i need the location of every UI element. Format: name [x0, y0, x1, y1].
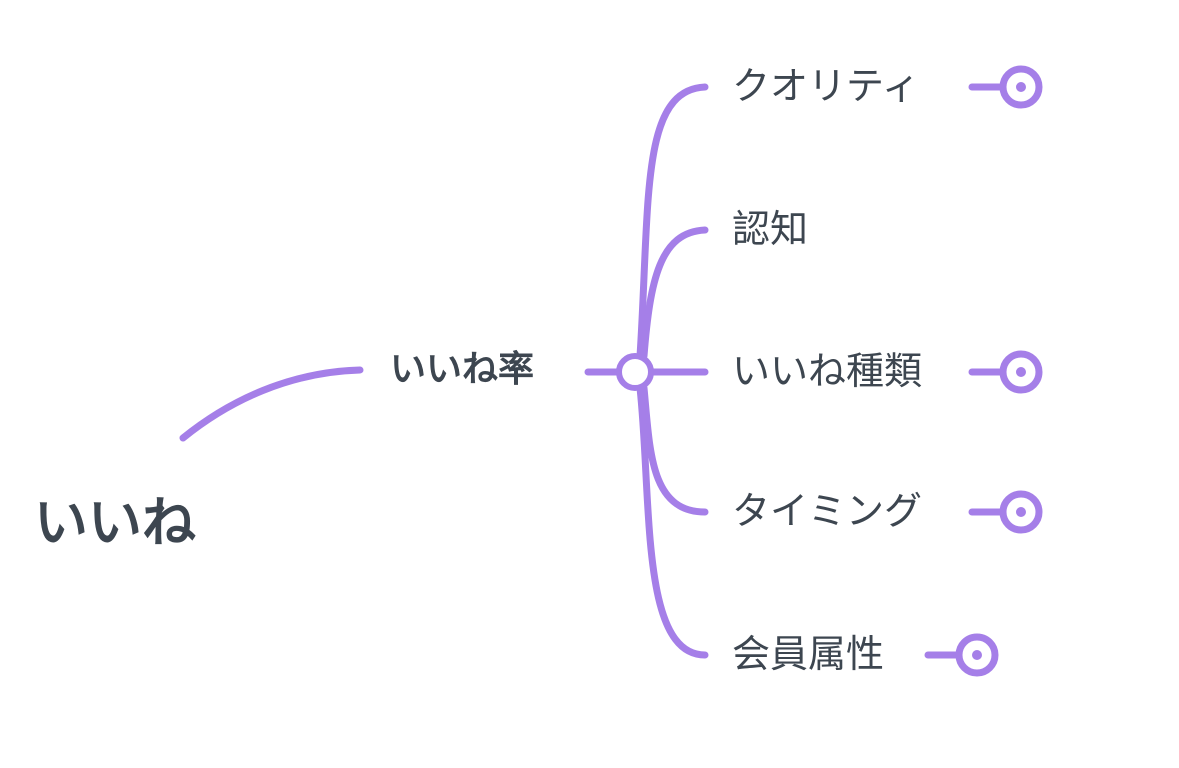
branch-timing — [640, 384, 709, 516]
main-node[interactable]: いいね率 — [390, 349, 535, 390]
child-node-quality[interactable]: クオリティ — [732, 64, 920, 108]
child-node-like-types[interactable]: いいね種類 — [732, 349, 923, 393]
collapse-hub-circle[interactable] — [616, 353, 654, 391]
branch-quality — [636, 83, 709, 360]
branch-recognition — [640, 226, 709, 360]
root-to-main-connector — [179, 366, 364, 442]
child-node-recognition[interactable]: 認知 — [732, 207, 809, 251]
root-node[interactable]: いいね — [34, 491, 196, 554]
child-node-timing[interactable]: タイミング — [732, 489, 923, 533]
branch-member — [636, 384, 709, 659]
child-node-member-attributes[interactable]: 会員属性 — [732, 632, 885, 676]
